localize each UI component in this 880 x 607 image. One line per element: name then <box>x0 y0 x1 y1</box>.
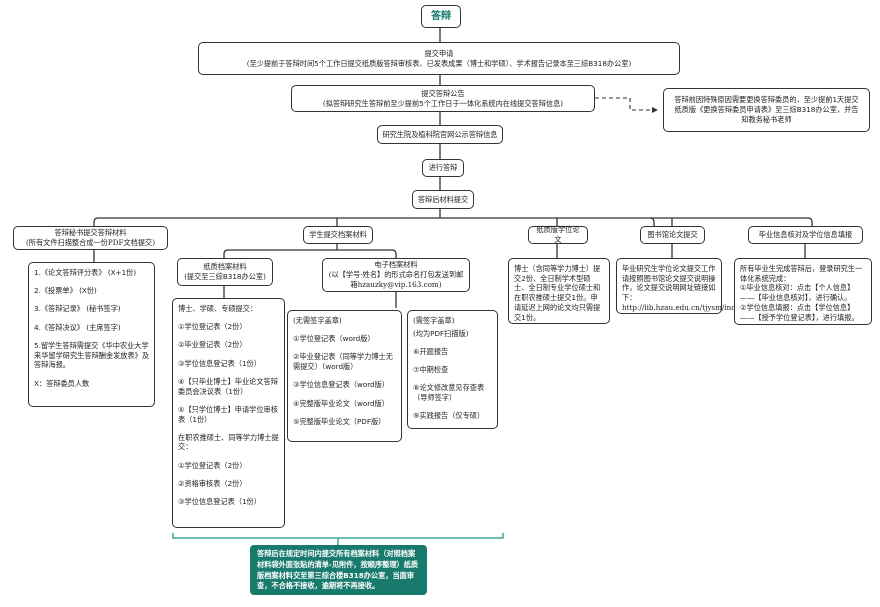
list-item: 4.《答辩决议》 (主席签字) <box>34 322 121 332</box>
list-heading: (需签字盖章) <box>413 316 455 325</box>
title-text: 答辩 <box>431 10 451 22</box>
step-publish: 研究生院及植科院官网公示答辩信息 <box>377 125 503 144</box>
step-announcement-title: 提交答辩公告 <box>421 88 465 98</box>
list-subheading: (均为PDF扫描版) <box>413 328 469 338</box>
branch-secretary: 答辩秘书提交答辩材料 (所有文件扫描整合成一份PDF文档提交) <box>13 226 168 250</box>
list-item: ①学位登记表（2份） <box>178 322 247 332</box>
list-heading: 博士、学硕、专硕提交： <box>178 304 258 313</box>
branch-bar-student <box>223 249 397 258</box>
side-note-text: 答辩前因特殊原因需要更换答辩委员的，至少提前1天提交纸质版《更换答辩委员申请表》… <box>674 95 859 124</box>
list-item: ⑨实践报告（仅专硕） <box>413 411 485 421</box>
step-defense-text: 进行答辩 <box>428 163 458 173</box>
step-post-materials: 答辩后材料提交 <box>412 190 474 209</box>
list-item: ⑤【只学位博士】申请学位审核表（1份） <box>178 404 278 424</box>
side-note-committee-change: 答辩前因特殊原因需要更换答辩委员的，至少提前1天提交纸质版《更换答辩委员申请表》… <box>663 88 870 132</box>
branch-bar-right <box>650 217 813 226</box>
list-item: ⑦中期检查 <box>413 365 449 375</box>
list-item: ③学位信息登记表（1份） <box>178 358 261 368</box>
list-item: ⑧论文修改意见存查表（导师签字） <box>413 383 485 403</box>
branch-library: 图书馆论文提交 <box>640 226 705 244</box>
list-item: ①学位登记表（2份） <box>178 460 247 470</box>
branch-paper-thesis-title: 纸质版学位论文 <box>536 225 580 244</box>
list-item: 3.《答辩记录》 (秘书签字) <box>34 304 121 314</box>
step-submit-application: 提交申请 (至少提前于答辩时间5个工作日提交纸质版答辩审核表、已发表成果（博士和… <box>198 42 680 75</box>
paper-archive-subtitle: (提交至三综B318办公室) <box>184 272 266 281</box>
electronic-archive-subtitle: (以【学号-姓名】的形式命名打包发送到邮箱hzauzky@vip.163.com… <box>328 270 464 289</box>
step-announcement-detail: (拟答辩研究生答辩前至少提前5个工作日于一体化系统内在线提交答辩信息) <box>322 98 564 108</box>
graduation-info-step-2: ②学位信息填报：点击【学位信息】——【授予学位登记表】，进行填报。 <box>740 302 859 322</box>
list-item: ③学位信息登记表（word版） <box>293 380 389 390</box>
list-item: 5.留学生答辩需提交《华中农业大学来华留学研究生答辩酬金发放表》及答辩海报。 <box>34 340 150 370</box>
list-item: ⑥开题报告 <box>413 346 449 356</box>
paper-archive-title: 纸质档案材料 <box>203 262 247 272</box>
graduation-info-detail: 所有毕业生完成答辩后，登录研究生一体化系统完成： ①毕业信息核对：点击【个人信息… <box>734 258 872 325</box>
step-defense: 进行答辩 <box>422 159 464 177</box>
secretary-materials-list: 1.《论文答辩评分表》 (X+1份) 2.《投票单》 (X份) 3.《答辩记录》… <box>28 262 155 407</box>
bracket-final-note <box>172 533 504 539</box>
step-post-materials-text: 答辩后材料提交 <box>417 194 469 204</box>
final-note-text: 答辩后在规定时间内提交所有档案材料（对照档案材料袋外面张贴的清单-见附件，按顺序… <box>257 549 419 591</box>
list-item: ④【只毕业博士】毕业论文答辩委员会决议表（1份） <box>178 376 278 396</box>
list-item: ⑤完整版毕业论文（PDF版） <box>293 416 386 426</box>
branch-secretary-subtitle: (所有文件扫描整合成一份PDF文档提交) <box>25 238 155 247</box>
electronic-no-sign-list: (无需签字盖章) ①学位登记表（word版） ②毕业登记表（同等学力博士无需提交… <box>287 310 402 442</box>
paper-thesis-detail: 博士（含同等学力博士）提交2份、全日制学术型硕士、全日制专业学位硕士和在职农推硕… <box>508 258 610 324</box>
list-item: X：答辩委员人数 <box>34 378 90 388</box>
electronic-archive-title: 电子档案材料 <box>374 260 418 270</box>
step-submit-application-detail: (至少提前于答辩时间5个工作日提交纸质版答辩审核表、已发表成果（博士和学硕）、学… <box>246 58 632 68</box>
title-box: 答辩 <box>421 5 461 28</box>
list-item: ④完整版毕业论文（word版） <box>293 398 389 408</box>
list-item: ③学位信息登记表（1份） <box>178 497 261 507</box>
step-publish-text: 研究生院及植科院官网公示答辩信息 <box>382 129 498 139</box>
step-announcement: 提交答辩公告 (拟答辩研究生答辩前至少提前5个工作日于一体化系统内在线提交答辩信… <box>291 85 595 112</box>
branch-graduation-info: 毕业信息核对及学位信息填报 <box>748 226 863 244</box>
graduation-info-intro: 所有毕业生完成答辩后，登录研究生一体化系统完成： <box>740 264 863 283</box>
list-heading: 在职农推硕士、同等学力博士提交： <box>178 432 279 452</box>
branch-student-archive: 学生提交档案材料 <box>303 226 373 244</box>
branch-bar-main <box>93 217 655 226</box>
electronic-archive-materials: 电子档案材料 (以【学号-姓名】的形式命名打包发送到邮箱hzauzky@vip.… <box>322 258 470 292</box>
graduation-info-step-1: ①毕业信息核对：点击【个人信息】——【毕业信息核对】，进行确认。 <box>740 283 855 303</box>
list-item: 2.《投票单》 (X份) <box>34 286 97 296</box>
branch-student-archive-title: 学生提交档案材料 <box>309 230 367 240</box>
step-submit-application-title: 提交申请 <box>424 48 454 58</box>
library-detail: 毕业研究生学位论文提交工作请按照图书馆论文提交说明操作，论文提交说明网址链接如下… <box>616 258 766 314</box>
final-note: 答辩后在规定时间内提交所有档案材料（对照档案材料袋外面张贴的清单-见附件，按顺序… <box>250 545 427 595</box>
list-item: ②毕业登记表（同等学力博士无需提交）（word版） <box>293 352 393 372</box>
list-item: 1.《论文答辩评分表》 (X+1份) <box>34 268 137 277</box>
dashed-connector-committee-change <box>595 97 652 111</box>
paper-archive-materials: 纸质档案材料 (提交至三综B318办公室) <box>177 258 273 286</box>
list-heading: (无需签字盖章) <box>293 316 342 325</box>
paper-thesis-detail-text: 博士（含同等学力博士）提交2份、全日制学术型硕士、全日制专业学位硕士和在职农推硕… <box>514 264 601 322</box>
branch-library-title: 图书馆论文提交 <box>647 230 698 240</box>
electronic-need-sign-list: (需签字盖章) (均为PDF扫描版) ⑥开题报告 ⑦中期检查 ⑧论文修改意见存查… <box>407 310 498 429</box>
list-item: ②资格审核表（2份） <box>178 478 247 488</box>
branch-paper-thesis: 纸质版学位论文 <box>528 225 588 244</box>
library-detail-text[interactable]: 毕业研究生学位论文提交工作请按照图书馆论文提交说明操作，论文提交说明网址链接如下… <box>622 264 766 312</box>
paper-archive-list: 博士、学硕、专硕提交： ①学位登记表（2份） ②毕业登记表（2份） ③学位信息登… <box>172 298 285 528</box>
list-item: ①学位登记表（word版） <box>293 334 375 344</box>
list-item: ②毕业登记表（2份） <box>178 340 247 350</box>
branch-graduation-info-title: 毕业信息核对及学位信息填报 <box>758 230 853 240</box>
arrowhead-icon <box>652 107 658 113</box>
branch-secretary-title: 答辩秘书提交答辩材料 <box>54 228 127 238</box>
